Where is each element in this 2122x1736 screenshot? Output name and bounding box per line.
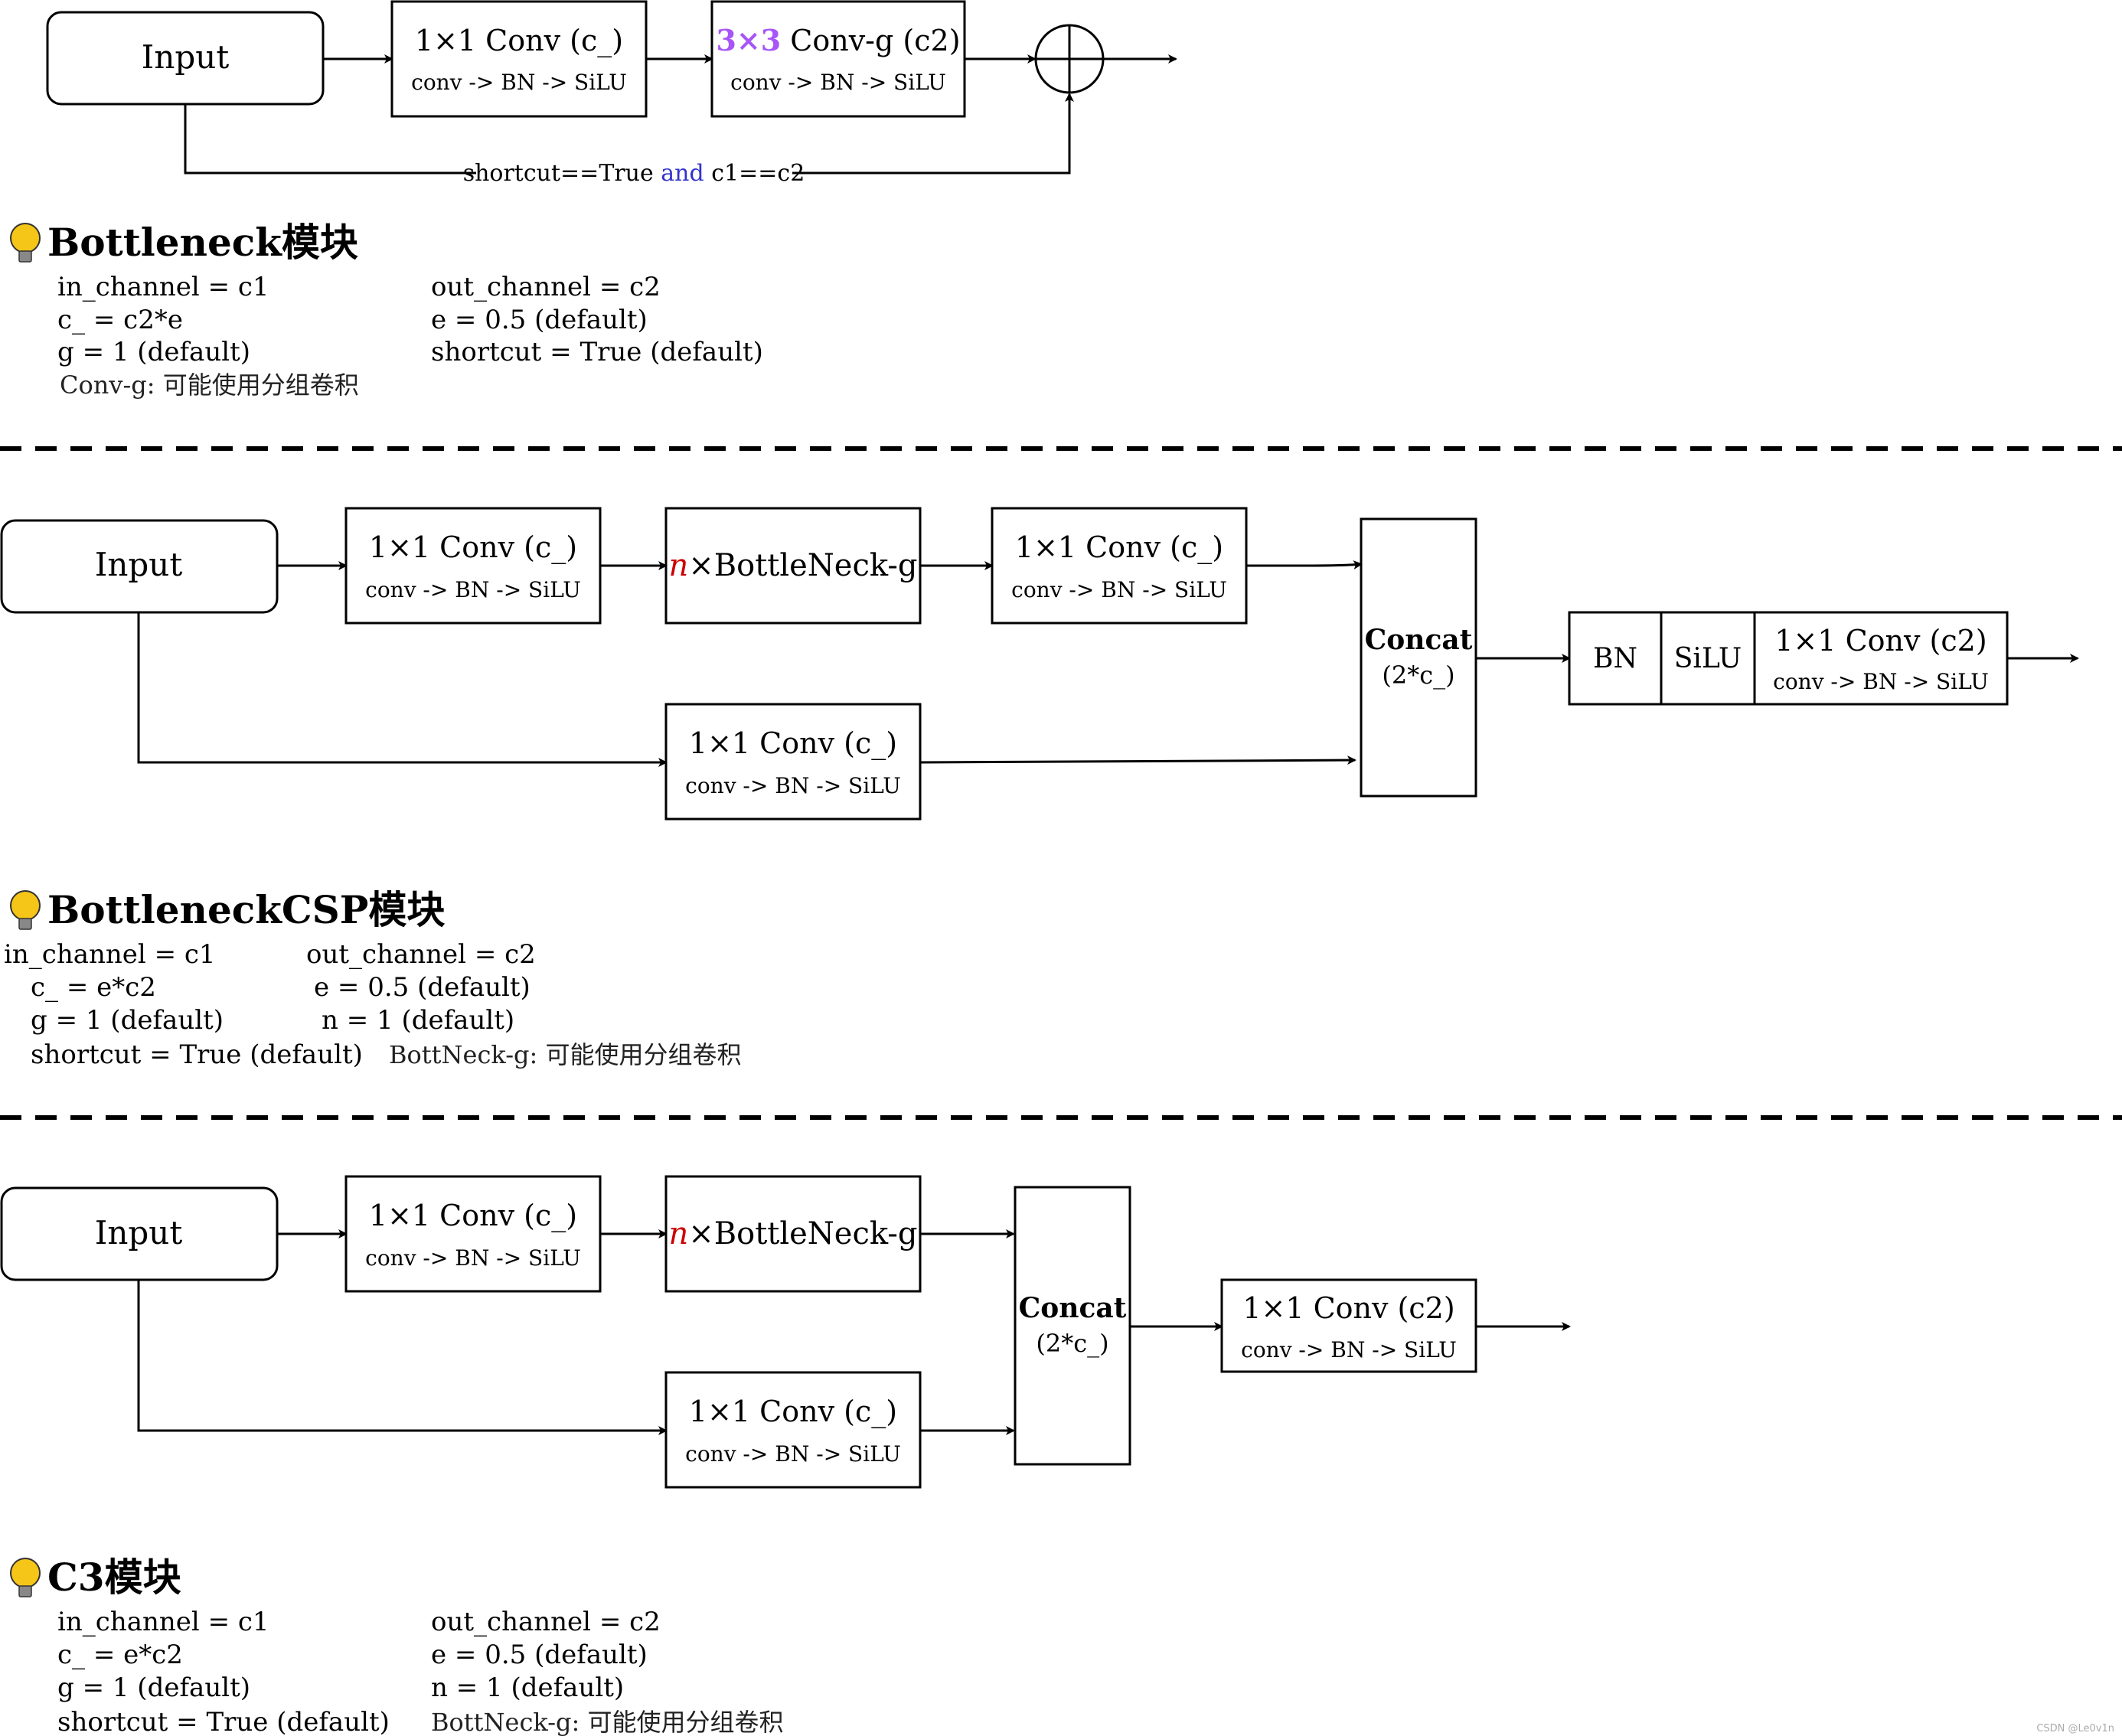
c3-conv-a-sub: conv -> BN -> SiLU bbox=[365, 1245, 581, 1271]
c3-conv-a-node bbox=[344, 1175, 602, 1293]
c3-params: in_channel = c1 c_ = e*c2 g = 1 (default… bbox=[57, 1607, 783, 1736]
bottleneck-diagram: Input 1×1 Conv (c_) conv -> BN -> SiLU 3… bbox=[10, 0, 1177, 400]
bottleneck-params: in_channel = c1 c_ = c2*e g = 1 (default… bbox=[57, 272, 763, 400]
csp-bottleneck-block-label: n×BottleNeck-g bbox=[668, 548, 917, 583]
c3-branch-connector bbox=[137, 1280, 668, 1435]
shortcut-cond-part-a: shortcut==True bbox=[463, 160, 661, 187]
param-out-channel: out_channel = c2 bbox=[431, 1607, 661, 1637]
param-c-underscore: c_ = c2*e bbox=[57, 305, 183, 335]
c3-input-label: Input bbox=[95, 1214, 183, 1251]
param-n: n = 1 (default) bbox=[322, 1005, 514, 1036]
csp-conv-b-title: 1×1 Conv (c_) bbox=[1015, 530, 1223, 565]
arrow bbox=[919, 755, 1356, 765]
csp-conv-c-title: 1×1 Conv (c_) bbox=[689, 726, 897, 761]
param-conv-g: Conv-g: 可能使用分组卷积 bbox=[60, 370, 359, 400]
bottleneck-conv1-node bbox=[390, 0, 648, 118]
csp-conv-a-sub: conv -> BN -> SiLU bbox=[365, 577, 581, 602]
csp-concat-label: Concat bbox=[1365, 624, 1473, 656]
csp-conv-c-sub: conv -> BN -> SiLU bbox=[685, 773, 901, 798]
csp-bottleneck-text: ×BottleNeck-g bbox=[688, 548, 917, 583]
csp-concat-sub: (2*c_) bbox=[1382, 661, 1454, 690]
bottleneck-conv2-node bbox=[710, 0, 966, 118]
csp-conv-out-title: 1×1 Conv (c2) bbox=[1774, 624, 1987, 658]
csp-bn-label: BN bbox=[1593, 643, 1637, 674]
shortcut-condition-label: shortcut==True and c1==c2 bbox=[463, 160, 805, 187]
watermark: CSDN @Le0v1n bbox=[2036, 1723, 2114, 1734]
shortcut-connector bbox=[184, 104, 476, 175]
param-e: e = 0.5 (default) bbox=[431, 305, 648, 335]
csp-conv-b-sub: conv -> BN -> SiLU bbox=[1011, 577, 1227, 602]
c3-heading: C3模块 bbox=[47, 1555, 181, 1600]
c3-diagram: Input 1×1 Conv (c_) conv -> BN -> SiLU n… bbox=[0, 1175, 1571, 1736]
shortcut-connector bbox=[792, 93, 1074, 175]
csp-conv-out-sub: conv -> BN -> SiLU bbox=[1773, 669, 1989, 694]
csp-silu-label: SiLU bbox=[1674, 643, 1742, 674]
param-in-channel: in_channel = c1 bbox=[57, 1607, 269, 1637]
param-shortcut: shortcut = True (default) bbox=[431, 337, 763, 367]
c3-conv-c-node bbox=[664, 1371, 922, 1489]
arrow bbox=[1246, 560, 1363, 570]
bottleneckcsp-diagram: Input 1×1 Conv (c_) conv -> BN -> SiLU n… bbox=[0, 507, 2079, 1070]
c3-conv-c-title: 1×1 Conv (c_) bbox=[689, 1395, 897, 1429]
lightbulb-icon bbox=[10, 890, 41, 930]
bottleneck-input-label: Input bbox=[142, 38, 230, 76]
param-bottneck: BottNeck-g: 可能使用分组卷积 bbox=[431, 1708, 783, 1736]
csp-conv-a-title: 1×1 Conv (c_) bbox=[369, 530, 577, 565]
c3-conv-out-sub: conv -> BN -> SiLU bbox=[1241, 1337, 1457, 1362]
param-bottneck: BottNeck-g: 可能使用分组卷积 bbox=[389, 1040, 741, 1069]
c3-n-symbol: n bbox=[668, 1216, 688, 1251]
bottleneck-heading: Bottleneck模块 bbox=[47, 220, 358, 265]
csp-conv-c-node bbox=[664, 703, 922, 821]
param-c-underscore: c_ = e*c2 bbox=[57, 1640, 183, 1670]
conv2-title-rest: Conv-g (c2) bbox=[781, 24, 960, 57]
param-out-channel: out_channel = c2 bbox=[306, 939, 536, 970]
csp-n-symbol: n bbox=[668, 548, 688, 583]
csp-input-label: Input bbox=[95, 546, 183, 583]
param-g: g = 1 (default) bbox=[57, 1672, 250, 1703]
c3-concat-label: Concat bbox=[1019, 1292, 1127, 1324]
csp-conv-b-node bbox=[991, 507, 1248, 625]
csp-heading: BottleneckCSP模块 bbox=[47, 887, 445, 932]
param-out-channel: out_channel = c2 bbox=[431, 272, 661, 302]
param-c-underscore: c_ = e*c2 bbox=[31, 972, 156, 1003]
param-shortcut: shortcut = True (default) bbox=[31, 1039, 363, 1070]
csp-output-group bbox=[1568, 611, 2009, 706]
c3-bottleneck-text: ×BottleNeck-g bbox=[688, 1216, 917, 1251]
bottleneck-conv1-sub: conv -> BN -> SiLU bbox=[411, 70, 627, 95]
c3-conv-a-title: 1×1 Conv (c_) bbox=[369, 1199, 577, 1233]
conv2-kernel-prefix: 3×3 bbox=[716, 23, 781, 57]
csp-branch-connector bbox=[137, 612, 668, 767]
lightbulb-icon bbox=[10, 1558, 41, 1597]
param-e: e = 0.5 (default) bbox=[431, 1640, 648, 1670]
lightbulb-icon bbox=[10, 223, 41, 263]
c3-concat-node bbox=[1014, 1186, 1131, 1466]
param-g: g = 1 (default) bbox=[31, 1005, 224, 1036]
csp-concat-node bbox=[1360, 517, 1477, 798]
c3-conv-out-title: 1×1 Conv (c2) bbox=[1242, 1291, 1454, 1325]
c3-bottleneck-block-node bbox=[664, 1175, 922, 1293]
param-e: e = 0.5 (default) bbox=[314, 972, 530, 1003]
shortcut-cond-and: and bbox=[661, 160, 704, 187]
csp-conv-a-node bbox=[344, 507, 602, 625]
param-n: n = 1 (default) bbox=[431, 1672, 624, 1703]
bottleneck-conv2-title: 3×3 Conv-g (c2) bbox=[716, 23, 960, 57]
csp-bottleneck-block-node bbox=[664, 507, 922, 625]
c3-bottleneck-block-label: n×BottleNeck-g bbox=[668, 1216, 917, 1251]
csp-params: in_channel = c1 c_ = e*c2 g = 1 (default… bbox=[4, 939, 741, 1070]
c3-conv-c-sub: conv -> BN -> SiLU bbox=[685, 1441, 901, 1467]
param-g: g = 1 (default) bbox=[57, 337, 250, 367]
c3-concat-sub: (2*c_) bbox=[1036, 1329, 1108, 1358]
bottleneck-conv1-title: 1×1 Conv (c_) bbox=[415, 24, 623, 58]
bottleneck-conv2-sub: conv -> BN -> SiLU bbox=[730, 70, 946, 95]
add-operator-icon bbox=[1034, 24, 1105, 94]
shortcut-cond-part-b: c1==c2 bbox=[704, 160, 805, 187]
param-in-channel: in_channel = c1 bbox=[57, 272, 269, 302]
param-shortcut: shortcut = True (default) bbox=[57, 1707, 390, 1736]
param-in-channel: in_channel = c1 bbox=[4, 939, 216, 970]
